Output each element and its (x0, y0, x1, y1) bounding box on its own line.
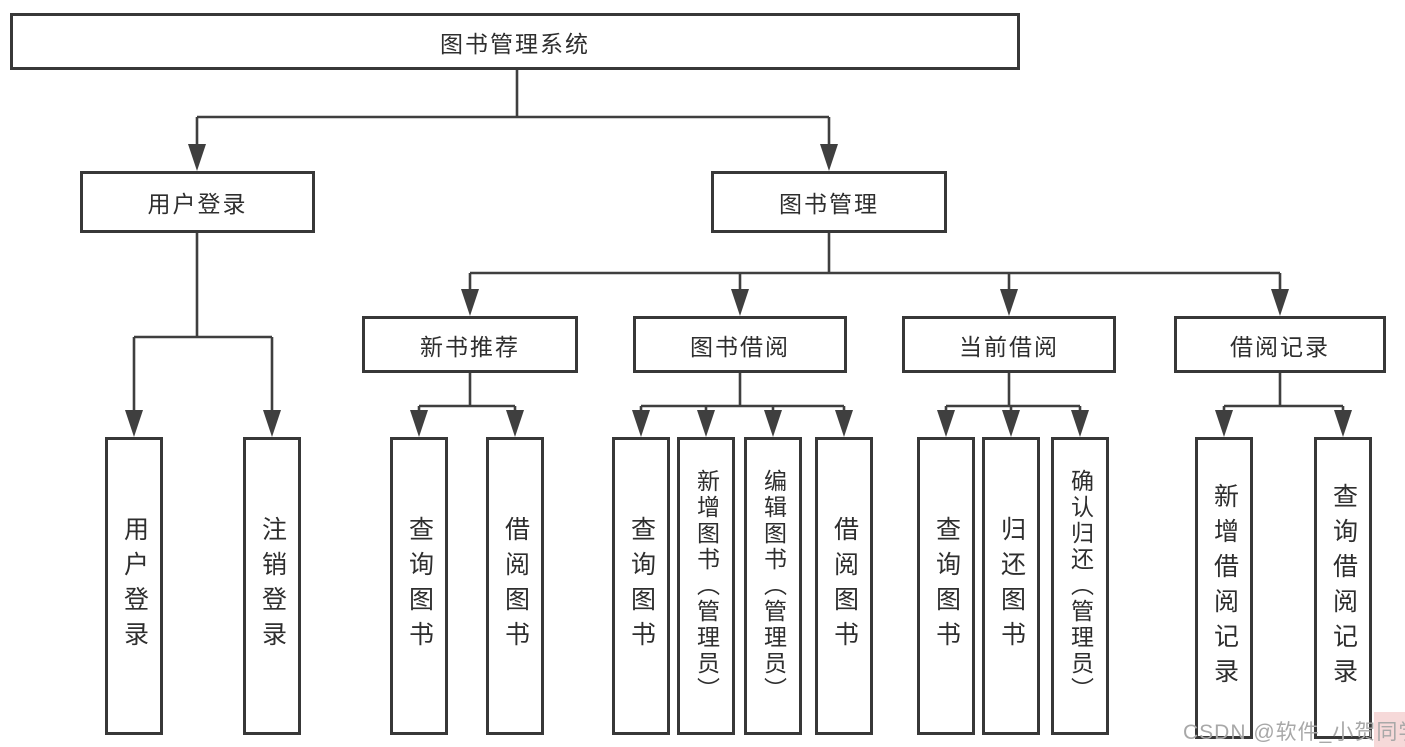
node-label: 图书管理系统 (440, 30, 590, 57)
node-book-borrowing: 图书借阅 (633, 316, 847, 373)
node-label: 借阅图书 (501, 516, 530, 656)
node-label: 查询图书 (627, 516, 656, 656)
node-label: 确认归还（管理员） (1067, 469, 1094, 703)
node-leaf-logout: 注销登录 (243, 437, 301, 735)
node-leaf-query-books-recommend: 查询图书 (390, 437, 448, 735)
node-root-library-management-system: 图书管理系统 (10, 13, 1020, 70)
node-label: 图书借阅 (690, 333, 790, 360)
node-current-borrowing: 当前借阅 (902, 316, 1116, 373)
node-label: 归还图书 (997, 516, 1026, 656)
node-leaf-user-login: 用户登录 (105, 437, 163, 735)
node-label: 用户登录 (147, 191, 248, 217)
node-label: 查询图书 (932, 516, 961, 656)
node-label: 借阅图书 (830, 516, 859, 656)
node-leaf-borrow-books: 借阅图书 (815, 437, 873, 735)
node-leaf-confirm-return-admin: 确认归还（管理员） (1051, 437, 1109, 735)
node-label: 编辑图书（管理员） (760, 469, 787, 703)
node-new-book-recommendation: 新书推荐 (362, 316, 578, 373)
node-label: 新增图书（管理员） (693, 469, 720, 703)
node-label: 图书管理 (779, 191, 879, 217)
node-leaf-return-books: 归还图书 (982, 437, 1040, 735)
node-label: 新书推荐 (420, 333, 520, 360)
node-label: 查询图书 (405, 516, 434, 656)
node-leaf-query-books-borrowing: 查询图书 (612, 437, 670, 735)
node-label: 新增借阅记录 (1210, 483, 1239, 693)
node-leaf-query-borrow-record: 查询借阅记录 (1314, 437, 1372, 739)
node-leaf-borrow-books-recommend: 借阅图书 (486, 437, 544, 735)
node-leaf-add-borrow-record: 新增借阅记录 (1195, 437, 1253, 739)
node-user-login: 用户登录 (80, 171, 315, 233)
node-label: 用户登录 (120, 516, 149, 656)
node-label: 查询借阅记录 (1329, 483, 1358, 693)
node-book-management: 图书管理 (711, 171, 947, 233)
node-label: 借阅记录 (1230, 333, 1330, 360)
node-label: 当前借阅 (959, 333, 1059, 360)
node-leaf-query-books-current: 查询图书 (917, 437, 975, 735)
node-label: 注销登录 (258, 516, 287, 656)
node-leaf-add-books-admin: 新增图书（管理员） (677, 437, 735, 735)
node-leaf-edit-books-admin: 编辑图书（管理员） (744, 437, 802, 735)
node-borrowing-records: 借阅记录 (1174, 316, 1386, 373)
